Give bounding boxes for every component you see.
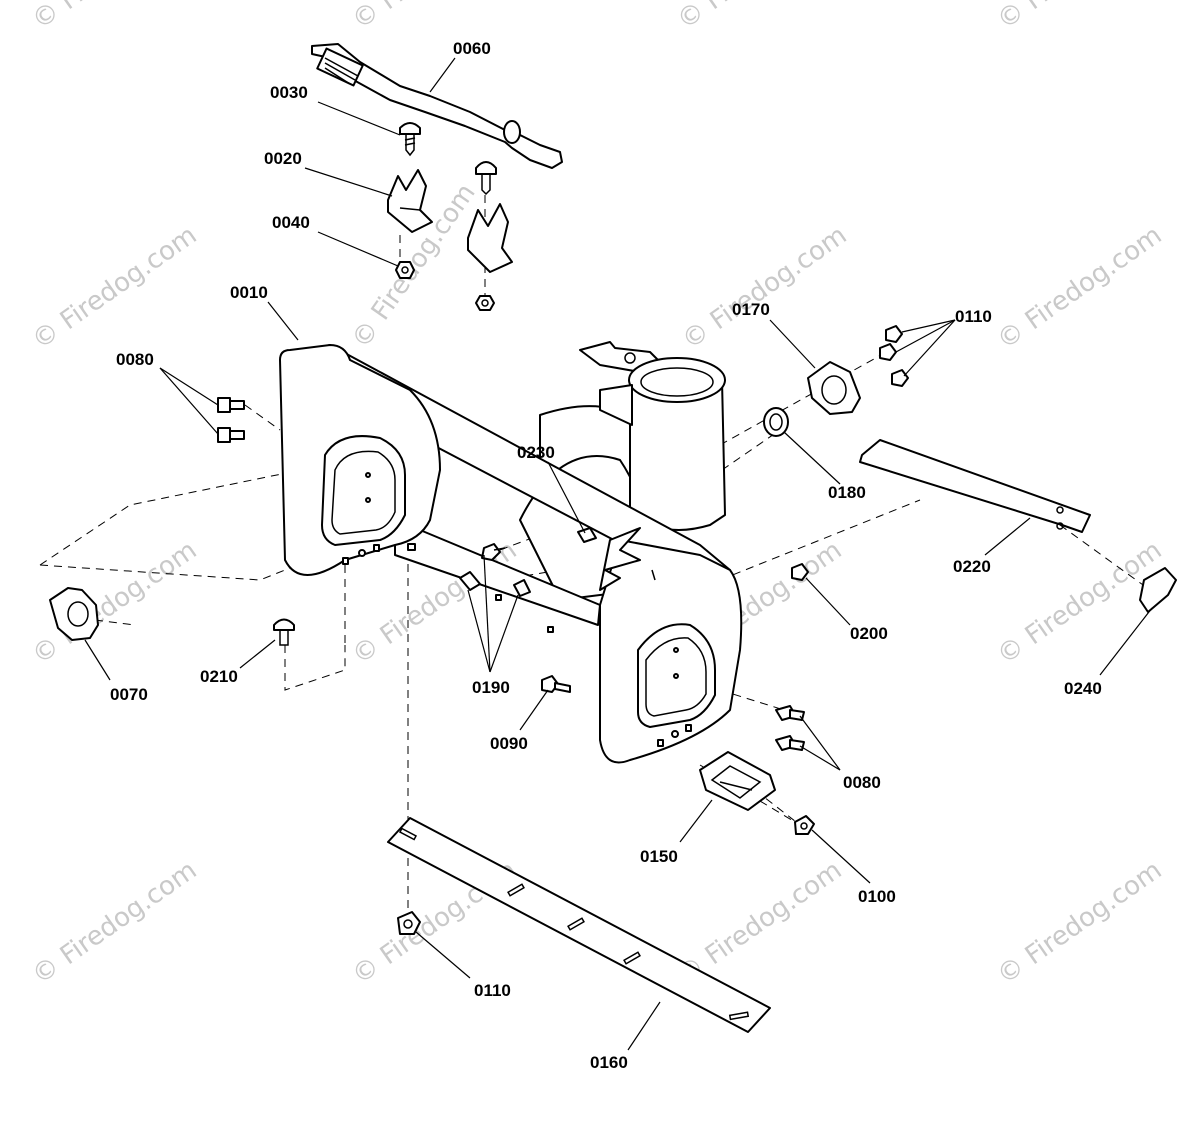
watermark-3: © Firedog.com xyxy=(672,0,848,36)
watermark-8: © Firedog.com xyxy=(992,220,1168,355)
part-0110-nut-bottom xyxy=(397,911,421,935)
part-0220-bar xyxy=(859,439,1091,533)
watermark-2: © Firedog.com xyxy=(347,0,523,36)
part-0060-chute-crank xyxy=(311,43,563,169)
callout-0230: 0230 xyxy=(517,443,555,462)
callout-0010: 0010 xyxy=(230,283,268,302)
callout-0020: 0020 xyxy=(264,149,302,168)
part-0010-housing xyxy=(279,341,743,764)
callout-0150: 0150 xyxy=(640,847,678,866)
watermark-5: © Firedog.com xyxy=(27,220,203,355)
part-0190-bolts xyxy=(459,543,531,597)
callout-0160: 0160 xyxy=(590,1053,628,1072)
callout-0110-top: 0110 xyxy=(955,307,992,326)
part-0170-flange xyxy=(807,361,861,415)
callout-0080-right: 0080 xyxy=(843,773,881,792)
leader-lines xyxy=(84,57,1153,1051)
part-0230-bolt xyxy=(577,527,597,543)
callout-0080-left: 0080 xyxy=(116,350,154,369)
watermark-1: © Firedog.com xyxy=(27,0,203,36)
callout-0040: 0040 xyxy=(272,213,310,232)
callout-0030: 0030 xyxy=(270,83,308,102)
callout-0200: 0200 xyxy=(850,624,888,643)
watermark-4: © Firedog.com xyxy=(992,0,1168,36)
callout-0070: 0070 xyxy=(110,685,148,704)
callout-0180: 0180 xyxy=(828,483,866,502)
part-0110-nuts-top xyxy=(879,325,909,387)
part-0240-skid xyxy=(1139,567,1177,613)
callout-0060: 0060 xyxy=(453,39,491,58)
callout-0090: 0090 xyxy=(490,734,528,753)
part-0200-bolt xyxy=(791,563,809,581)
part-0020-bracket xyxy=(387,169,433,233)
callout-0110-bottom: 0110 xyxy=(474,981,511,1000)
part-0080-bolts-right xyxy=(775,705,805,751)
part-0100-nut xyxy=(794,815,815,835)
part-bracket-right xyxy=(467,161,513,311)
callout-0170: 0170 xyxy=(732,300,770,319)
watermark-13: © Firedog.com xyxy=(27,855,203,990)
callout-0100: 0100 xyxy=(858,887,896,906)
callout-0210: 0210 xyxy=(200,667,238,686)
callout-0240: 0240 xyxy=(1064,679,1102,698)
part-0030-screw xyxy=(399,122,421,157)
watermark-16: © Firedog.com xyxy=(992,855,1168,990)
part-0210-carriage-bolt xyxy=(273,618,295,646)
part-0150-adapter xyxy=(699,751,776,811)
part-0180-bearing xyxy=(763,407,789,437)
part-0080-bolts-left xyxy=(217,397,245,443)
part-0160-scraper-bar xyxy=(387,817,771,1033)
callout-0190: 0190 xyxy=(472,678,510,697)
callout-0220: 0220 xyxy=(953,557,991,576)
part-0090-bolt xyxy=(541,675,571,693)
callout-labels: 0060 0030 0020 0040 0010 0080 0070 0210 … xyxy=(110,39,1102,1072)
watermark-7: © Firedog.com xyxy=(677,220,853,355)
part-0070-bearing-flange xyxy=(49,587,99,641)
part-0040-nut xyxy=(395,261,415,279)
